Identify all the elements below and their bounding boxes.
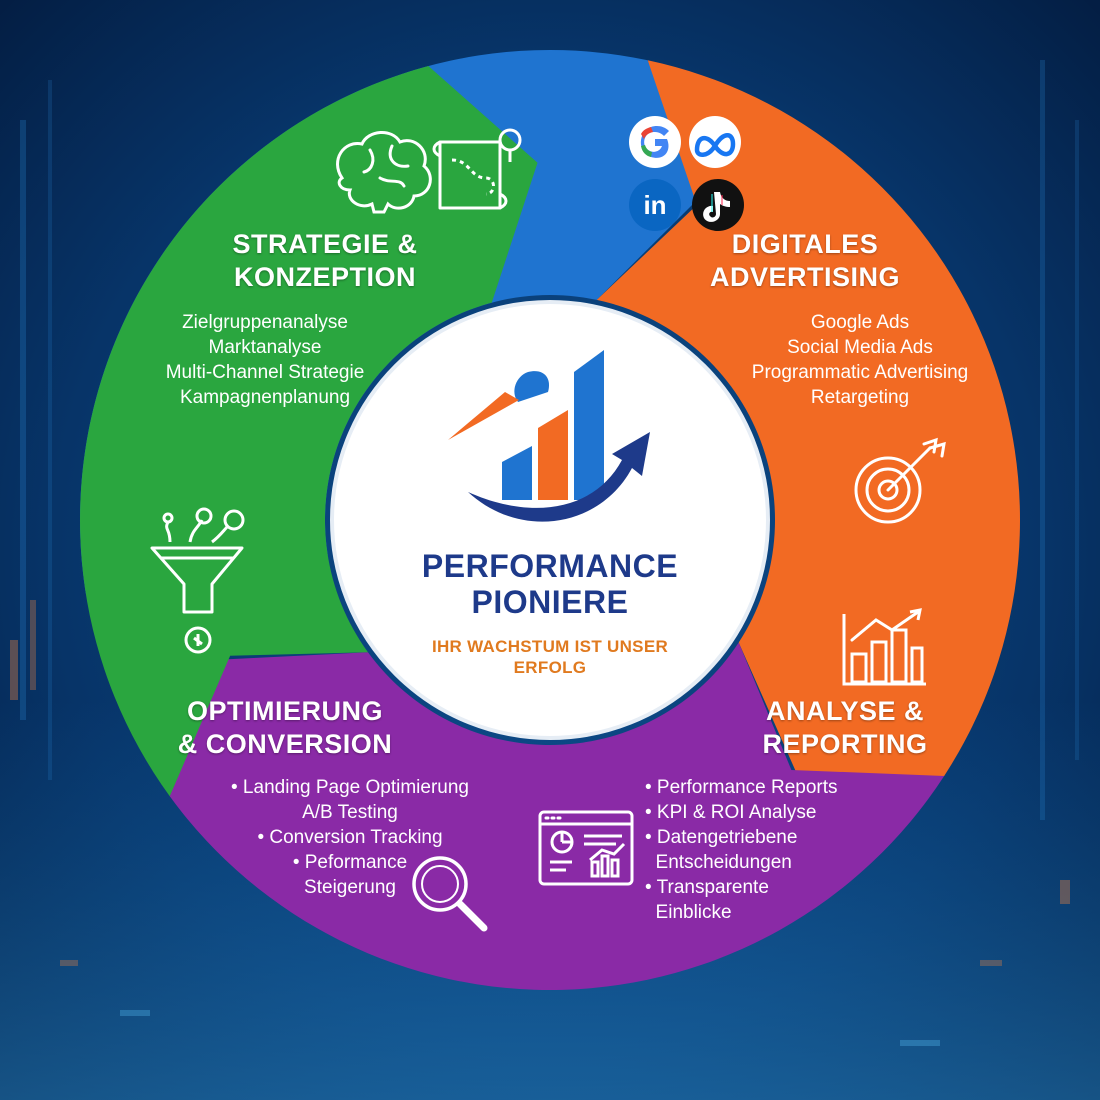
bar-chart-icon: [842, 608, 926, 686]
growth-logo-icon: [448, 350, 650, 522]
heading-analyse: ANALYSE & REPORTING: [730, 695, 960, 761]
list-item: Zielgruppenanalyse: [182, 312, 348, 333]
list-item: • Landing Page Optimierung: [231, 777, 469, 798]
list-item: Entscheidungen: [645, 852, 792, 873]
list-strategie: Zielgruppenanalyse Marktanalyse Multi-Ch…: [110, 310, 420, 410]
list-item: Marktanalyse: [208, 337, 322, 358]
meta-icon: [689, 116, 741, 168]
tagline-line: ERFOLG: [513, 658, 587, 677]
list-item: Google Ads: [810, 312, 910, 333]
list-item: • KPI & ROI Analyse: [645, 802, 817, 823]
list-analyse: • Performance Reports • KPI & ROI Analys…: [645, 775, 905, 925]
list-advertising: Google Ads Social Media Ads Programmatic…: [720, 310, 1000, 410]
brand-line: PERFORMANCE: [421, 548, 679, 584]
list-item: A/B Testing: [302, 802, 398, 823]
tagline-line: IHR WACHSTUM IST UNSER: [431, 637, 669, 656]
heading-line: ADVERTISING: [709, 262, 901, 292]
heading-advertising: DIGITALES ADVERTISING: [680, 228, 930, 294]
list-item: • Performance Reports: [645, 777, 838, 798]
heading-line: DIGITALES: [731, 229, 879, 259]
background-data-columns: [10, 60, 1079, 1046]
linkedin-icon: in: [629, 179, 681, 231]
brand-tagline: IHR WACHSTUM IST UNSER ERFOLG: [395, 636, 705, 678]
list-item: • Datengetriebene: [645, 827, 798, 848]
list-item: • Transparente: [645, 877, 769, 898]
heading-line: REPORTING: [762, 729, 928, 759]
heading-strategie: STRATEGIE & KONZEPTION: [185, 228, 465, 294]
heading-line: OPTIMIERUNG: [186, 696, 383, 726]
list-item: Einblicke: [645, 902, 732, 923]
list-item: • Peformance: [292, 852, 408, 873]
dashboard-icon: [538, 810, 634, 886]
list-item: Retargeting: [810, 387, 910, 408]
target-icon: [854, 437, 946, 524]
list-item: Programmatic Advertising: [751, 362, 969, 383]
segment-advertising: [596, 60, 1020, 778]
list-optimierung: • Landing Page Optimierung A/B Testing •…: [200, 775, 500, 900]
funnel-icon: [150, 507, 245, 654]
heading-line: & CONVERSION: [177, 729, 393, 759]
segment-optimierung: [79, 66, 538, 797]
heading-line: STRATEGIE &: [232, 229, 418, 259]
brand-line: PIONIERE: [471, 584, 629, 620]
tiktok-icon: [692, 179, 744, 231]
list-item: Kampagnenplanung: [179, 387, 351, 408]
heading-optimierung: OPTIMIERUNG & CONVERSION: [140, 695, 430, 761]
list-item: Multi-Channel Strategie: [165, 362, 365, 383]
magnifier-icon: [412, 856, 488, 932]
segment-analyse: [169, 642, 945, 990]
list-item: • Conversion Tracking: [257, 827, 443, 848]
heading-line: KONZEPTION: [233, 262, 416, 292]
roadmap-icon: [432, 128, 522, 210]
linkedin-label: in: [643, 190, 666, 220]
list-item: Social Media Ads: [787, 337, 933, 358]
google-icon: [629, 116, 681, 168]
heading-line: ANALYSE &: [765, 696, 925, 726]
brain-icon: [336, 131, 432, 214]
list-item: Steigerung: [304, 877, 396, 898]
brand-name: PERFORMANCE PIONIERE: [370, 548, 730, 620]
